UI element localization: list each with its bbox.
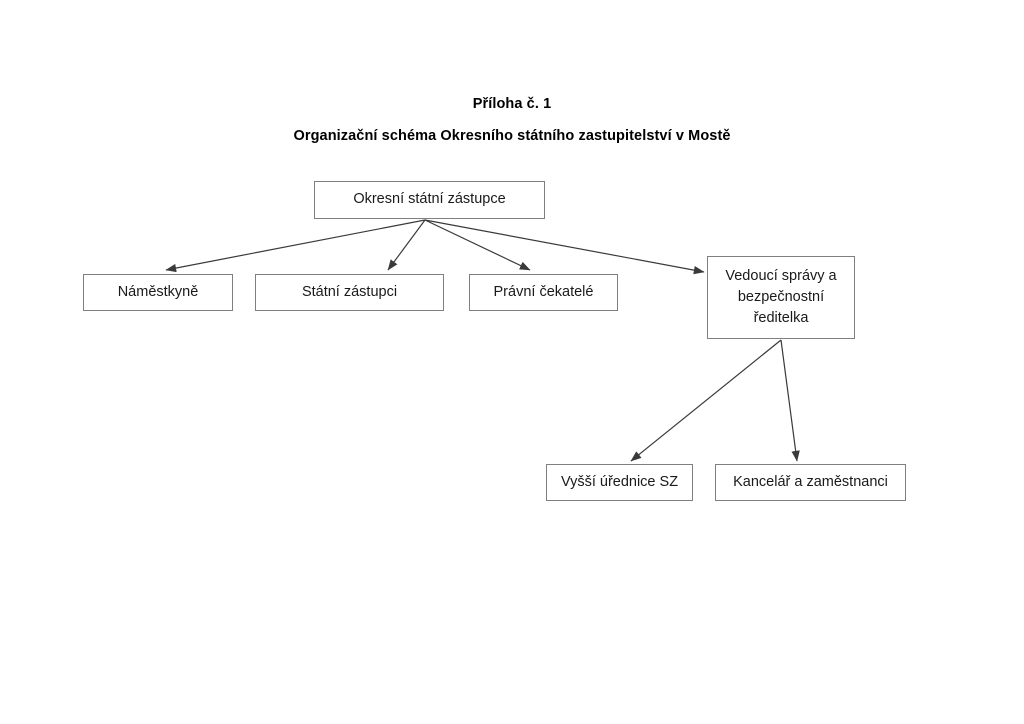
- node-kancelar-a-zamestnanci[interactable]: Kancelář a zaměstnanci: [715, 464, 906, 501]
- node-pravni-cekatele[interactable]: Právní čekatelé: [469, 274, 618, 311]
- node-label: Kancelář a zaměstnanci: [733, 473, 888, 490]
- appendix-title: Příloha č. 1: [472, 96, 552, 112]
- edge-okresni-statni-zastupce-to-pravni-cekatele: [424, 219, 531, 271]
- node-statni-zastupci[interactable]: Státní zástupci: [255, 274, 444, 311]
- node-label: Náměstkyně: [117, 283, 199, 300]
- edge-okresni-statni-zastupce-to-namestkyne: [165, 219, 426, 273]
- node-vedouci-spravy[interactable]: Vedoucí správy a bezpečnostní ředitelka: [707, 256, 855, 339]
- node-okresni-statni-zastupce[interactable]: Okresní státní zástupce: [314, 181, 545, 219]
- node-label: Právní čekatelé: [493, 283, 594, 300]
- node-namestkyne[interactable]: Náměstkyně: [83, 274, 233, 311]
- node-label: Vyšší úřednice SZ: [560, 473, 679, 490]
- edge-okresni-statni-zastupce-to-statni-zastupci: [387, 219, 426, 271]
- node-label: Vedoucí správy a bezpečnostní ředitelka: [725, 267, 837, 326]
- node-label: Okresní státní zástupce: [353, 191, 506, 208]
- node-vyssi-urednice-sz[interactable]: Vyšší úřednice SZ: [546, 464, 693, 501]
- edge-vedouci-spravy-to-vyssi-urednice-sz: [630, 339, 782, 462]
- edge-okresni-statni-zastupce-to-vedouci-spravy: [424, 219, 705, 275]
- edge-vedouci-spravy-to-kancelar-a-zamestnanci: [780, 339, 800, 462]
- chart-title: Organizační schéma Okresního státního za…: [293, 128, 731, 144]
- node-label: Státní zástupci: [301, 283, 398, 300]
